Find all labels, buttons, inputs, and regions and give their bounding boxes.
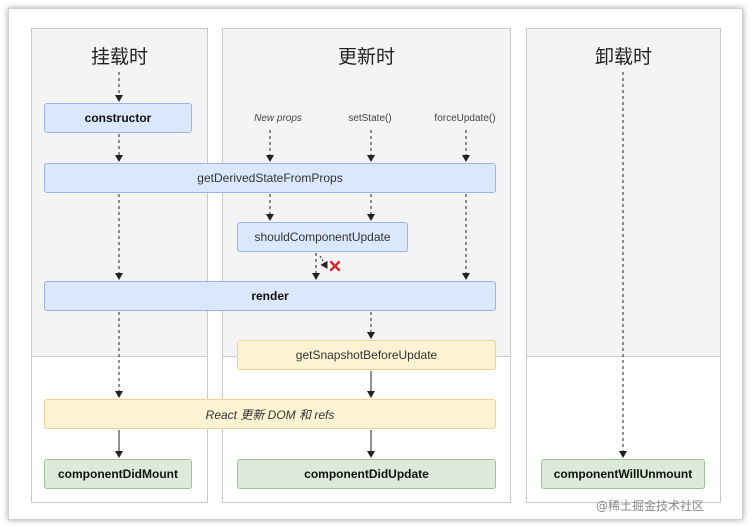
trigger-new-props: New props <box>254 113 302 124</box>
updating-title: 更新时 <box>337 46 395 68</box>
react-update-dom-box: React 更新 DOM 和 refs <box>44 399 496 429</box>
get-derived-state-box: getDerivedStateFromProps <box>44 163 496 193</box>
unmounting-title: 卸载时 <box>594 46 652 68</box>
watermark: @稀土掘金技术社区 <box>596 499 705 513</box>
mounting-title: 挂载时 <box>90 46 148 68</box>
should-component-update-box: shouldComponentUpdate <box>237 222 408 252</box>
component-will-unmount-box: componentWillUnmount <box>541 459 705 489</box>
trigger-force-update: forceUpdate() <box>434 113 496 124</box>
trigger-set-state: setState() <box>348 113 392 124</box>
constructor-box: constructor <box>44 103 192 133</box>
component-did-update-box: componentDidUpdate <box>237 459 496 489</box>
component-did-mount-box: componentDidMount <box>44 459 192 489</box>
arrow <box>319 255 328 269</box>
get-snapshot-box: getSnapshotBeforeUpdate <box>237 340 496 370</box>
reject-x-icon <box>329 260 341 272</box>
render-box: render <box>44 281 496 311</box>
